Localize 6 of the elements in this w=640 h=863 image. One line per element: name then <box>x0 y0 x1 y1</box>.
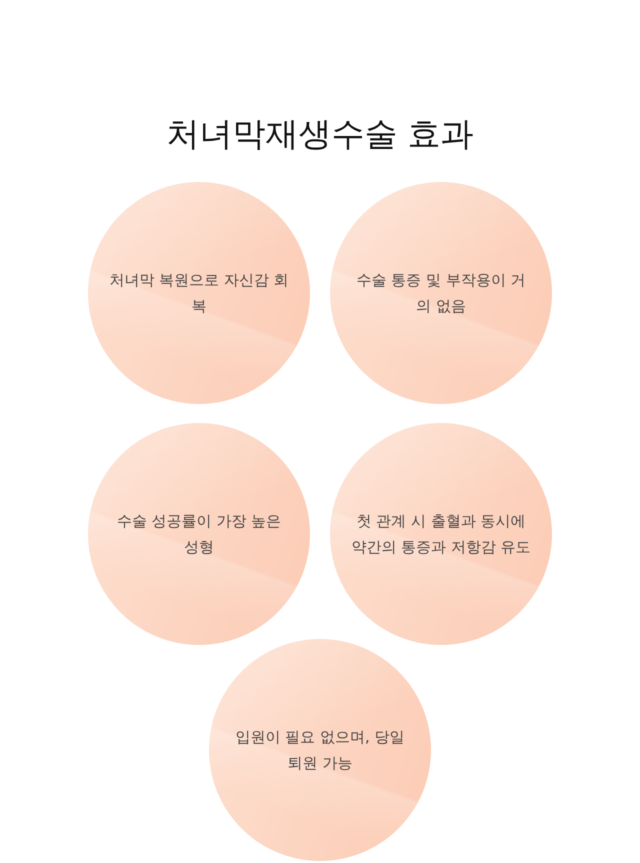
title: 처녀막재생수술 효과 <box>166 113 474 155</box>
circle-text: 처녀막 복원으로 자신감 회복 <box>109 270 289 317</box>
circle-text: 수술 통증 및 부작용이 거의 없음 <box>355 270 527 317</box>
circle-text: 수술 성공률이 가장 높은 성형 <box>116 511 282 558</box>
circle-text: 첫 관계 시 출혈과 동시에 약간의 통증과 저항감 유도 <box>351 511 531 558</box>
circle-text: 입원이 필요 없으며, 당일 퇴원 가능 <box>234 727 406 774</box>
